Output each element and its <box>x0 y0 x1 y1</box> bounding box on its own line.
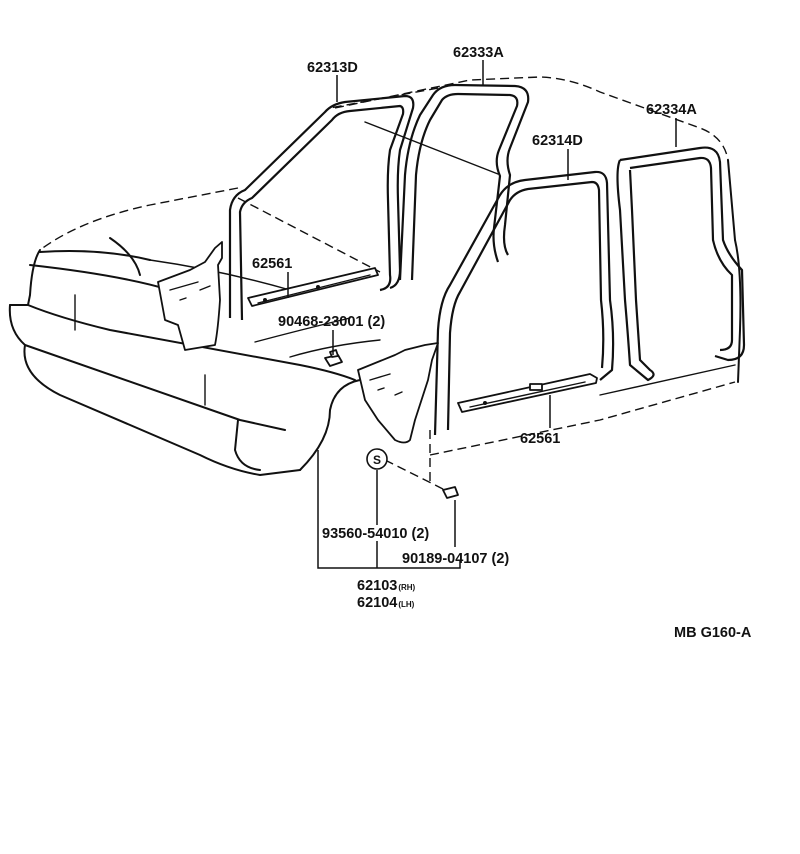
label-62104: 62104(LH) <box>357 595 415 611</box>
scuff-plate-rear <box>457 373 598 413</box>
weatherstrip-62334A <box>616 146 746 382</box>
clip-90468-icon <box>324 349 343 367</box>
label-62334A: 62334A <box>646 102 697 118</box>
label-62561-front: 62561 <box>252 256 292 272</box>
label-62314D: 62314D <box>532 133 583 149</box>
weatherstrip-62314D <box>433 170 615 436</box>
part-labels: 62313D 62333A 62334A 62314D 62561 90468-… <box>252 45 752 641</box>
label-62313D: 62313D <box>307 60 358 76</box>
label-93560-54010: 93560-54010 (2) <box>322 526 429 542</box>
car-body-outline <box>8 76 742 491</box>
screw-symbol-icon: S <box>366 448 388 470</box>
label-62561-rear: 62561 <box>520 431 560 447</box>
label-90189-04107: 90189-04107 (2) <box>402 551 509 567</box>
label-90468-23001: 90468-23001 (2) <box>278 314 385 330</box>
cowl-trim-right <box>357 342 439 444</box>
weatherstrip-62333A <box>398 83 530 281</box>
clip-90189-icon <box>442 486 459 499</box>
leader-lines <box>287 60 677 569</box>
screw-symbol: S <box>373 453 381 467</box>
label-62103: 62103(RH) <box>357 578 416 594</box>
scuff-plate-front <box>247 267 379 307</box>
label-62333A: 62333A <box>453 45 504 61</box>
cowl-trim-left <box>157 241 223 351</box>
figure-code: MB G160-A <box>674 625 752 641</box>
